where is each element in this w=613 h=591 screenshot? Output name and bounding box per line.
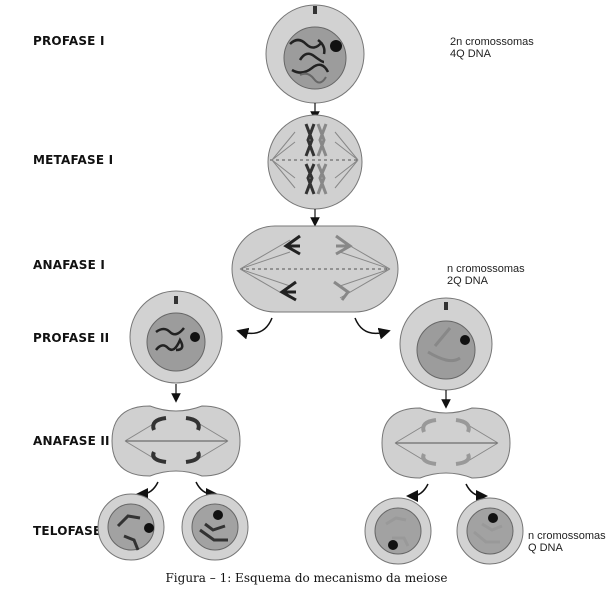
cell-profase-2-right (399, 297, 493, 409)
stage-label-profase-2: PROFASE II (33, 331, 110, 345)
note-chromosomes: 2n cromossomas (450, 36, 534, 48)
cell-anafase-2-left (111, 405, 241, 500)
arrow-left-icon (236, 317, 273, 340)
stage-label-metafase-1: METAFASE I (33, 153, 114, 167)
cell-profase-2-left (129, 290, 223, 403)
note-profase-1: 2n cromossomas 4Q DNA (450, 36, 534, 60)
chromatin (289, 38, 330, 74)
stage-label-profase-1: PROFASE I (33, 34, 105, 48)
centrosome-icon (313, 6, 317, 14)
arrow-left-icon (406, 483, 429, 502)
stage-label-telofase-2: TELOFASE II (33, 524, 116, 538)
note-chromosomes: n cromossomas (528, 530, 606, 542)
note-dna: 4Q DNA (450, 48, 491, 60)
note-anafase-1: n cromossomas 2Q DNA (447, 263, 525, 287)
note-chromosomes: n cromossomas (447, 263, 525, 275)
note-telofase-2: n cromossomas Q DNA (528, 530, 606, 554)
cell-anafase-1 (231, 225, 399, 340)
note-dna: Q DNA (528, 542, 563, 554)
cell-telofase-2-1 (97, 493, 165, 561)
arrow-left-icon (136, 481, 159, 500)
cell-profase-1 (265, 4, 365, 121)
cell-metafase-1 (267, 114, 363, 227)
note-dna: 2Q DNA (447, 275, 488, 287)
arrow-right-icon (354, 317, 391, 340)
centrosome-icon (174, 296, 178, 304)
arrow-right-icon (195, 481, 218, 500)
cell-anafase-2-right (381, 407, 511, 502)
cell-telofase-2-2 (181, 493, 249, 561)
stage-label-anafase-2: ANAFASE II (33, 434, 110, 448)
cell-telofase-2-4 (456, 497, 524, 565)
arrow-right-icon (465, 483, 488, 502)
stage-label-anafase-1: ANAFASE I (33, 258, 106, 272)
cell-telofase-2-3 (364, 497, 432, 565)
nucleolus (330, 40, 342, 52)
centrosome-icon (444, 302, 448, 310)
figure-caption: Figura – 1: Esquema do mecanismo da meio… (165, 571, 448, 585)
